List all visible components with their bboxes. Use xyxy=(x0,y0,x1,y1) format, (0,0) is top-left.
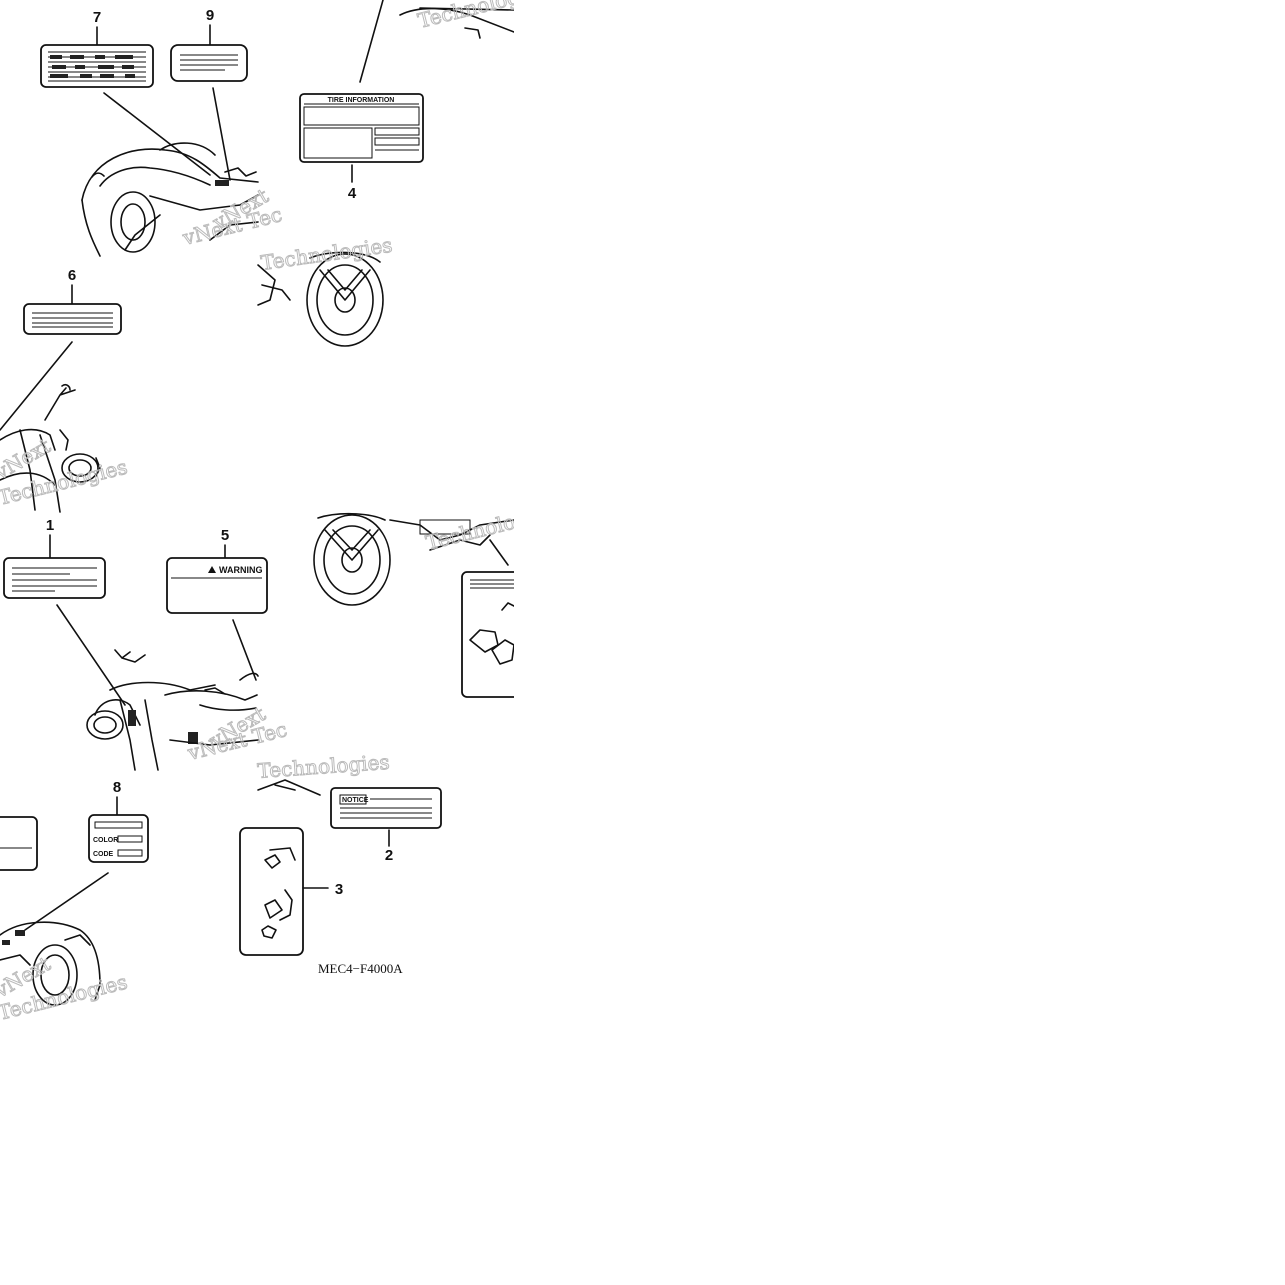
callout-6: 6 xyxy=(68,267,76,284)
code-text: CODE xyxy=(93,851,114,858)
callout-3: 3 xyxy=(335,881,343,898)
tile-row3-left: 1 5 WARNING xyxy=(3,517,290,771)
tile-row4-middle: Technologies NOTICE 2 3 MEC4−F400 xyxy=(239,749,442,976)
motorcycle-front-sketch xyxy=(0,383,101,513)
callout-1: 1 xyxy=(46,517,54,534)
color-text: COLOR xyxy=(93,837,118,844)
label-8-color-code: COLOR CODE xyxy=(88,814,149,863)
diagram-code: MEC4−F4000A xyxy=(318,961,403,976)
motorcycle-rear-angle-sketch xyxy=(0,921,101,1006)
label-4-tire-information: TIRE INFORMATION xyxy=(299,93,424,163)
motorcycle-rear-sketch xyxy=(81,142,259,257)
callout-8: 8 xyxy=(113,779,121,796)
label-7 xyxy=(40,44,154,88)
callout-7: 7 xyxy=(93,9,101,26)
label-1 xyxy=(3,557,106,599)
warning-title: WARNING xyxy=(219,565,263,575)
notice-title: NOTICE xyxy=(342,797,369,804)
label-3-partial xyxy=(239,827,304,956)
callout-4: 4 xyxy=(348,185,357,202)
tile-top-left: 7 9 xyxy=(40,7,285,257)
label-9 xyxy=(170,44,248,82)
tire-information-title: TIRE INFORMATION xyxy=(328,97,395,104)
tile-top-middle: Technologies TIRE INFORMATION 4 xyxy=(299,0,550,202)
motorcycle-front-angle-sketch xyxy=(86,649,259,771)
label-2-notice: NOTICE xyxy=(330,787,442,829)
tile-row2-middle: Technologies xyxy=(257,232,394,347)
callout-2: 2 xyxy=(385,847,393,864)
tile-row4-left: 8 COLOR CODE Technologies vNext xyxy=(0,779,149,1025)
label-6 xyxy=(23,303,122,335)
label-5-warning: WARNING xyxy=(166,557,268,614)
callout-5: 5 xyxy=(221,527,229,544)
callout-9: 9 xyxy=(206,7,214,24)
tile-row2-left: 6 Technologies vNext xyxy=(0,267,130,513)
watermark-text: Technologies xyxy=(257,750,391,783)
